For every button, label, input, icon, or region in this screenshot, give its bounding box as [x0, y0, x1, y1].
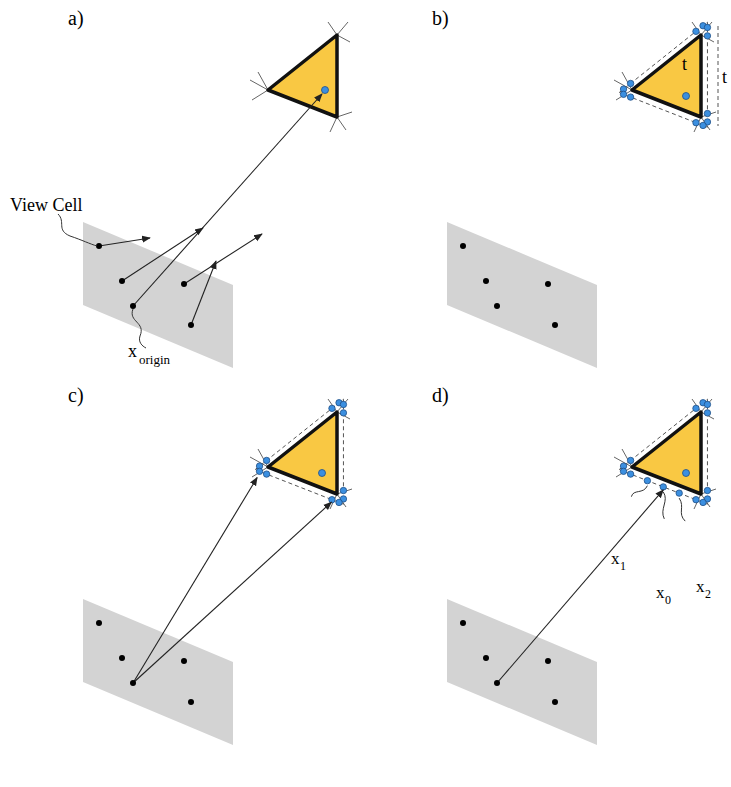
panel-label: a)	[68, 8, 84, 28]
triangle	[632, 412, 701, 494]
part-label: View Cell	[10, 196, 82, 214]
subscript: 2	[705, 588, 711, 600]
panel-d	[447, 399, 716, 745]
subscript: 1	[620, 560, 626, 572]
triangle	[268, 35, 337, 117]
symbol: x	[696, 578, 705, 595]
symbol: x	[128, 342, 137, 360]
subscript: 0	[665, 594, 671, 606]
triangle	[632, 35, 701, 117]
triangle	[268, 412, 337, 494]
symbol: x	[656, 584, 665, 601]
panel-label: b)	[432, 8, 449, 28]
panel-c	[83, 399, 352, 745]
panel-label: c)	[68, 385, 84, 405]
subscript: origin	[139, 353, 170, 366]
view-cell	[83, 222, 233, 368]
view-cell	[83, 599, 233, 745]
panel-a	[58, 22, 352, 368]
view-cell	[447, 222, 597, 368]
dimension-label: t	[722, 68, 727, 86]
panel-label: d)	[432, 385, 449, 405]
view-cell	[447, 599, 597, 745]
dimension-label: t	[682, 55, 687, 73]
symbol: x	[611, 550, 620, 567]
panel-b	[447, 22, 718, 368]
